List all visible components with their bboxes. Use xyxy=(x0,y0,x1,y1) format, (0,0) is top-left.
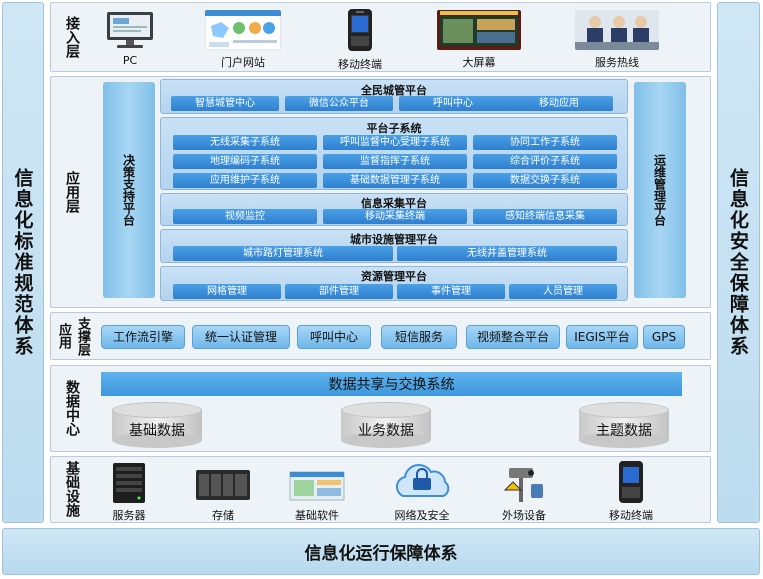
collection-item: 移动采集终端 xyxy=(323,209,467,224)
subsystem-item: 应用维护子系统 xyxy=(173,173,317,188)
subsystem-item: 无线采集子系统 xyxy=(173,135,317,150)
support-item: 工作流引擎 xyxy=(101,325,185,349)
decision-support-label: 决策支持平台 xyxy=(121,154,136,226)
channel-bigscreen: 大屏幕 xyxy=(437,10,521,70)
support-item: 短信服务 xyxy=(381,325,457,349)
theme-data-store: 主题数据 xyxy=(579,402,669,448)
base-software-icon xyxy=(289,471,345,501)
network-security-icon xyxy=(395,463,450,497)
infra-network: 网络及安全 xyxy=(386,462,458,523)
base-data-store: 基础数据 xyxy=(112,402,202,448)
database-icon xyxy=(579,402,669,418)
collection-item: 视频监控 xyxy=(173,209,317,224)
business-data-store: 业务数据 xyxy=(341,402,431,448)
citizen-item: 智慧城管中心 xyxy=(171,96,279,111)
collection-item: 感知终端信息采集 xyxy=(473,209,617,224)
operations-guarantee-bar: 信息化运行保障体系 xyxy=(2,528,760,575)
resource-item: 人员管理 xyxy=(509,284,617,299)
database-icon xyxy=(341,402,431,418)
city-facility-panel: 城市设施管理平台 城市路灯管理系统 无线井盖管理系统 xyxy=(160,229,628,263)
pc-icon xyxy=(107,12,153,48)
facility-item: 无线井盖管理系统 xyxy=(397,246,617,261)
portal-website-icon xyxy=(205,10,281,50)
infra-label: 服务器 xyxy=(112,509,146,522)
subsystem-item: 协同工作子系统 xyxy=(473,135,617,150)
support-item: IEGIS平台 xyxy=(566,325,638,349)
citizen-platform-panel: 全民城管平台 智慧城管中心 微信公众平台 呼叫中心 移动应用 xyxy=(160,79,628,114)
data-exchange-bar: 数据共享与交换系统 xyxy=(101,372,682,396)
service-hotline-icon xyxy=(575,10,659,50)
resource-item: 网格管理 xyxy=(173,284,281,299)
citizen-item: 移动应用 xyxy=(505,96,613,111)
support-layer-label: 应用 支撑层 xyxy=(52,314,94,358)
access-layer-label: 接入层 xyxy=(64,16,80,58)
resource-item: 部件管理 xyxy=(285,284,393,299)
channel-portal: 门户网站 xyxy=(205,10,281,70)
platform-subsystems-title: 平台子系统 xyxy=(366,122,422,135)
store-label: 基础数据 xyxy=(129,423,185,439)
store-label: 主题数据 xyxy=(596,423,652,439)
channel-label: 门户网站 xyxy=(221,56,265,69)
mobile-terminal-icon xyxy=(348,9,372,51)
infra-software: 基础软件 xyxy=(284,466,350,523)
database-icon xyxy=(112,402,202,418)
application-layer-label: 应用层 xyxy=(64,171,80,213)
resource-mgmt-title: 资源管理平台 xyxy=(361,270,427,283)
support-label-a: 应用 xyxy=(56,323,71,349)
subsystem-item: 数据交换子系统 xyxy=(473,173,617,188)
citizen-item: 呼叫中心 xyxy=(399,96,507,111)
infrastructure-layer xyxy=(50,456,711,523)
infra-storage: 存储 xyxy=(192,466,254,523)
subsystem-item: 监督指挥子系统 xyxy=(323,154,467,169)
infra-label: 基础软件 xyxy=(295,509,339,522)
support-item: 呼叫中心 xyxy=(297,325,371,349)
facility-item: 城市路灯管理系统 xyxy=(173,246,393,261)
subsystem-item: 地理编码子系统 xyxy=(173,154,317,169)
info-collection-panel: 信息采集平台 视频监控 移动采集终端 感知终端信息采集 xyxy=(160,193,628,226)
channel-label: 大屏幕 xyxy=(462,56,496,69)
field-device-icon xyxy=(503,468,543,502)
resource-item: 事件管理 xyxy=(397,284,505,299)
channel-mobile: 移动终端 xyxy=(325,8,395,72)
infra-mobile: 移动终端 xyxy=(604,460,658,523)
decision-support-platform: 决策支持平台 xyxy=(103,82,155,298)
storage-icon xyxy=(196,470,250,500)
citizen-platform-title: 全民城管平台 xyxy=(361,84,427,97)
infra-label: 移动终端 xyxy=(609,509,653,522)
support-item: GPS xyxy=(643,325,685,349)
standards-column-label: 信息化标准规范体系 xyxy=(11,168,34,357)
mobile-terminal-icon xyxy=(619,461,643,503)
security-column-label: 信息化安全保障体系 xyxy=(727,168,749,357)
channel-hotline: 服务热线 xyxy=(575,10,659,70)
support-label-b: 支撑层 xyxy=(75,316,90,356)
infra-label: 外场设备 xyxy=(502,509,546,522)
security-column: 信息化安全保障体系 xyxy=(717,2,760,523)
city-facility-title: 城市设施管理平台 xyxy=(350,233,438,246)
ops-management-label: 运维管理平台 xyxy=(652,154,667,226)
channel-label: 服务热线 xyxy=(595,56,639,69)
citizen-item: 微信公众平台 xyxy=(285,96,393,111)
store-label: 业务数据 xyxy=(358,423,414,439)
infra-server: 服务器 xyxy=(103,462,155,523)
subsystem-item: 综合评价子系统 xyxy=(473,154,617,169)
infra-field-device: 外场设备 xyxy=(498,462,550,523)
resource-mgmt-panel: 资源管理平台 网格管理 部件管理 事件管理 人员管理 xyxy=(160,266,628,301)
infrastructure-label: 基础设施 xyxy=(64,461,80,517)
info-collection-title: 信息采集平台 xyxy=(361,197,427,210)
server-icon xyxy=(113,463,145,503)
platform-subsystems-panel: 平台子系统 无线采集子系统 呼叫监督中心受理子系统 协同工作子系统 地理编码子系… xyxy=(160,117,628,190)
standards-column: 信息化标准规范体系 xyxy=(2,2,44,523)
infra-label: 存储 xyxy=(212,509,234,522)
channel-label: PC xyxy=(122,54,138,67)
channel-label: 移动终端 xyxy=(338,58,382,71)
support-item: 统一认证管理 xyxy=(192,325,290,349)
subsystem-item: 呼叫监督中心受理子系统 xyxy=(323,135,467,150)
subsystem-item: 基础数据管理子系统 xyxy=(323,173,467,188)
channel-pc: PC xyxy=(95,10,165,67)
data-center-label: 数据中心 xyxy=(64,380,80,436)
ops-management-platform: 运维管理平台 xyxy=(634,82,686,298)
infra-label: 网络及安全 xyxy=(394,509,450,522)
big-screen-icon xyxy=(437,10,521,50)
support-item: 视频整合平台 xyxy=(466,325,560,349)
